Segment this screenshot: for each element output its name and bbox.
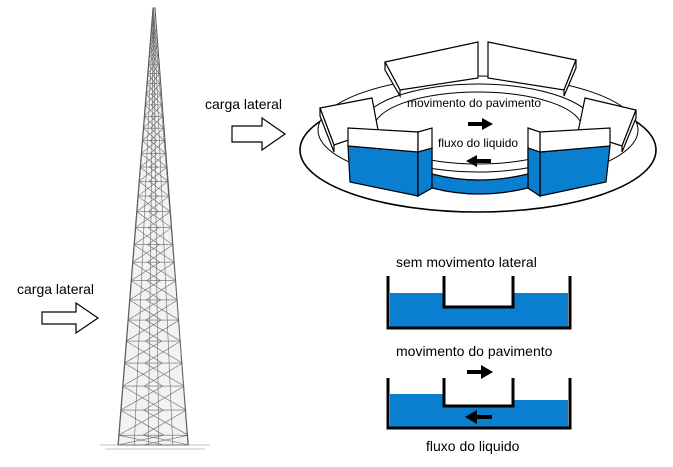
floor-motion-arrow-bottom-icon [467, 365, 493, 379]
tank-static-liquid [390, 293, 568, 327]
tower-base [100, 444, 210, 450]
liquid-flow-arrow-top-icon [466, 155, 491, 167]
floor-motion-arrow-top-icon [468, 118, 493, 130]
tower [100, 7, 210, 450]
no-lateral-motion-label: sem movimento lateral [396, 254, 537, 270]
liquid-flow-arrow-bottom-icon [465, 410, 492, 424]
tank-static-floor-block [442, 276, 515, 309]
floor-motion-bottom-label: movimento do pavimento [396, 343, 553, 359]
tower-load-arrow-icon [41, 301, 100, 335]
tank-front-left [347, 127, 433, 198]
tank-moving-floor-block [442, 378, 515, 408]
damper-load-arrow-icon [231, 116, 287, 152]
floor-motion-top-label: movimento do pavimento [407, 96, 542, 110]
tank-back-right [487, 41, 577, 97]
tank-moving [386, 365, 572, 430]
liquid-pipe [431, 173, 529, 195]
liquid-flow-top-label: fluxo do liquido [438, 136, 519, 150]
tank-back-left [384, 41, 479, 99]
tank-static-wall [386, 276, 572, 330]
liquid-flow-bottom-label: fluxo do liquido [426, 438, 520, 454]
damper-load-label: carga lateral [205, 96, 283, 112]
tank-moving-liquid [390, 394, 568, 427]
tower-lattice [117, 7, 190, 446]
tank-front-right [527, 127, 611, 198]
ring-damper [299, 41, 657, 213]
tank-static [386, 276, 572, 330]
tower-load-label: carga lateral [17, 281, 95, 297]
tank-moving-wall [386, 378, 572, 430]
